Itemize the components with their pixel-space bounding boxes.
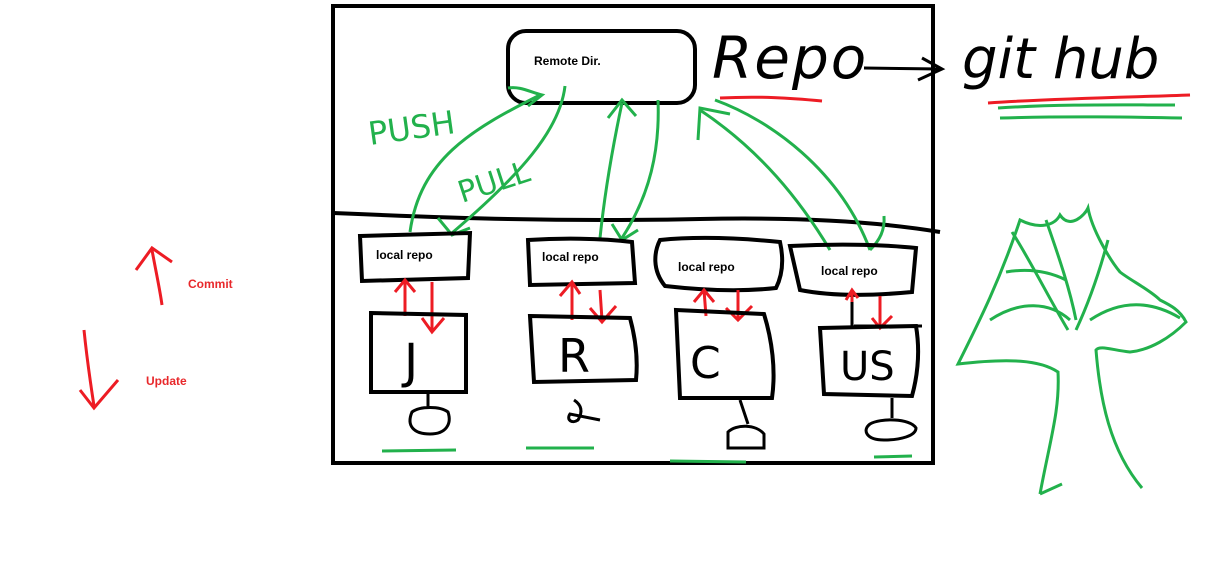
commit-update-arrows <box>393 277 894 335</box>
divider-line <box>332 211 941 234</box>
local-repo-label: local repo <box>678 260 735 274</box>
user-node: J <box>369 310 468 453</box>
remote-dir-node: Remote Dir. <box>506 29 697 105</box>
user-initial: US <box>840 344 895 390</box>
push-annotation: PUSH <box>366 103 458 153</box>
local-repo-label: local repo <box>542 250 599 264</box>
user-node: US <box>817 323 921 459</box>
local-repo-node: local repo <box>357 230 473 284</box>
user-node: C <box>669 307 776 464</box>
tree-icon <box>955 202 1188 496</box>
github-annotation: git hub <box>962 27 1159 92</box>
local-repo-node: local repo <box>787 242 919 297</box>
remote-dir-label: Remote Dir. <box>534 54 601 68</box>
github-underline-green-2 <box>999 115 1183 120</box>
sync-curves <box>408 85 886 252</box>
user-initial: J <box>401 334 418 390</box>
local-repo-label: local repo <box>821 264 878 278</box>
user-initial: R <box>558 329 590 383</box>
local-repo-node: local repo <box>653 235 785 293</box>
commit-legend: Commit <box>134 245 233 306</box>
user-node: R <box>526 313 639 450</box>
commit-legend-label: Commit <box>188 277 233 291</box>
repo-to-github-arrow <box>863 56 946 82</box>
github-underline-red <box>987 93 1191 105</box>
outer-frame <box>331 4 935 465</box>
local-repo-label: local repo <box>376 248 433 262</box>
local-repo-node: local repo <box>525 236 638 288</box>
pull-annotation: PULL <box>454 155 535 211</box>
github-underline-green-1 <box>997 103 1176 110</box>
user-initial: C <box>690 338 721 389</box>
update-legend: Update <box>78 329 187 411</box>
repo-annotation: Repo <box>712 24 868 92</box>
update-legend-label: Update <box>146 374 187 388</box>
repo-underline <box>719 95 823 103</box>
